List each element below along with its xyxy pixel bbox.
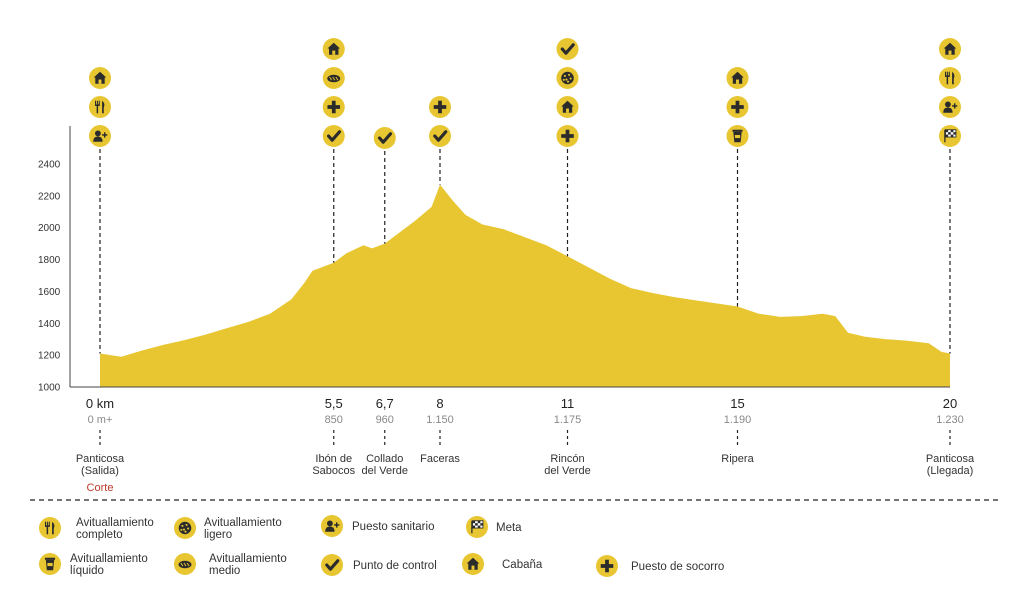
checkpoint-elevation-gain: 850 bbox=[325, 414, 343, 426]
y-tick-label: 2400 bbox=[38, 159, 61, 170]
legend-label: Avituallamiento bbox=[70, 553, 148, 565]
checkpoint-place-name: (Salida) bbox=[81, 465, 119, 477]
checkpoint-place-name: Faceras bbox=[420, 453, 460, 465]
checkpoint-km-label: 15 bbox=[730, 396, 744, 411]
checkpoint-km-label: 11 bbox=[561, 396, 575, 411]
checkpoint-elevation-gain: 1.175 bbox=[554, 414, 582, 426]
checkpoint-place-name: Ibón de bbox=[315, 453, 352, 465]
legend-label: Avituallamiento bbox=[204, 517, 282, 529]
y-tick-label: 1000 bbox=[38, 383, 61, 394]
checkpoint-km-label: 5,5 bbox=[325, 396, 343, 411]
rescue-icon bbox=[427, 94, 453, 120]
legend-label: ligero bbox=[204, 529, 232, 541]
y-tick-label: 1600 bbox=[38, 287, 61, 298]
checkpoint-place-name: Collado bbox=[366, 453, 403, 465]
checkpoint-place-name: (Llegada) bbox=[927, 465, 973, 477]
legend-label: Avituallamiento bbox=[209, 553, 287, 565]
checkpoint-km-label: 6,7 bbox=[376, 396, 394, 411]
legend-label: Meta bbox=[496, 522, 522, 534]
checkpoint-elevation-gain: 0 m+ bbox=[88, 414, 113, 426]
checkpoint-km-label: 0 km bbox=[86, 396, 114, 411]
legend-rescue-icon bbox=[594, 553, 620, 579]
rescue-icon bbox=[725, 94, 750, 120]
control-icon bbox=[427, 123, 453, 149]
y-tick-label: 2200 bbox=[38, 191, 61, 202]
legend-label: Cabaña bbox=[502, 559, 543, 571]
cabin-icon bbox=[87, 65, 113, 91]
rescue-icon bbox=[555, 123, 580, 149]
legend-label: Puesto sanitario bbox=[352, 521, 434, 533]
cabin-icon bbox=[725, 65, 750, 91]
legend-label: Punto de control bbox=[353, 560, 437, 572]
legend-food-light-icon bbox=[172, 515, 198, 541]
y-tick-label: 2000 bbox=[38, 223, 61, 234]
checkpoint-elevation-gain: 1.190 bbox=[724, 414, 752, 426]
cabin-icon bbox=[321, 36, 347, 62]
checkpoint-elevation-gain: 1.230 bbox=[936, 414, 964, 426]
food-full-icon bbox=[87, 94, 113, 120]
checkpoint-km-label: 8 bbox=[436, 396, 443, 411]
legend-food-full-icon bbox=[37, 515, 63, 541]
medical-icon bbox=[937, 94, 963, 120]
legend-label: medio bbox=[209, 565, 240, 577]
y-tick-label: 1800 bbox=[38, 255, 61, 266]
elevation-area bbox=[100, 184, 950, 387]
y-tick-label: 1400 bbox=[38, 319, 61, 330]
rescue-icon bbox=[321, 94, 347, 120]
legend-drink-icon bbox=[37, 551, 63, 577]
cutoff-note: Corte bbox=[87, 482, 114, 494]
control-icon bbox=[372, 125, 398, 151]
control-icon bbox=[555, 36, 580, 62]
drink-icon bbox=[725, 123, 750, 149]
legend-label: Puesto de socorro bbox=[631, 561, 724, 573]
legend-food-medium-icon bbox=[172, 551, 198, 577]
y-tick-label: 1200 bbox=[38, 351, 61, 362]
legend-finish-icon bbox=[464, 514, 490, 540]
checkpoint-km-label: 20 bbox=[943, 396, 957, 411]
cabin-icon bbox=[555, 94, 580, 120]
checkpoint-elevation-gain: 960 bbox=[376, 414, 394, 426]
cabin-icon bbox=[937, 36, 963, 62]
legend-cabin-icon bbox=[460, 551, 486, 577]
checkpoint-place-name: Rincón bbox=[550, 453, 584, 465]
legend-label: líquido bbox=[70, 565, 104, 577]
legend-medical-icon bbox=[319, 513, 345, 539]
food-medium-icon bbox=[321, 65, 347, 91]
finish-icon bbox=[937, 123, 963, 149]
checkpoint-place-name: Panticosa bbox=[76, 453, 125, 465]
control-icon bbox=[321, 123, 347, 149]
checkpoint-place-name: Ripera bbox=[721, 453, 754, 465]
legend-label: Avituallamiento bbox=[76, 517, 154, 529]
checkpoint-place-name: del Verde bbox=[544, 465, 590, 477]
legend-control-icon bbox=[319, 552, 345, 578]
medical-icon bbox=[87, 123, 113, 149]
checkpoint-place-name: del Verde bbox=[362, 465, 408, 477]
legend-label: completo bbox=[76, 529, 123, 541]
checkpoint-place-name: Panticosa bbox=[926, 453, 975, 465]
checkpoint-place-name: Sabocos bbox=[312, 465, 355, 477]
food-light-icon bbox=[555, 65, 580, 91]
food-full-icon bbox=[937, 65, 963, 91]
checkpoint-elevation-gain: 1.150 bbox=[426, 414, 454, 426]
